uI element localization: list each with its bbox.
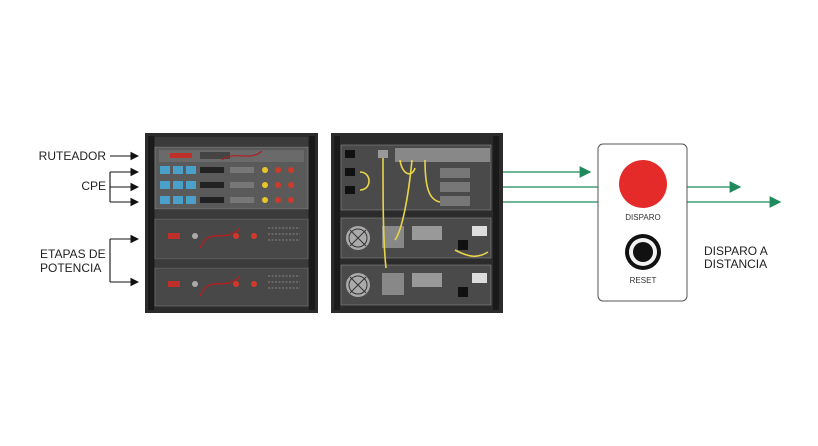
reset-button[interactable]: [633, 242, 653, 262]
remote-trigger-box: [597, 143, 688, 302]
cpe-label: CPE: [81, 179, 106, 193]
power-stages-label-line2: POTENCIA: [40, 261, 102, 275]
power-amp-2: [154, 267, 309, 307]
back-rack: [331, 133, 503, 313]
router-label: RUTEADOR: [38, 149, 106, 163]
power-amp-1: [154, 218, 309, 260]
input-arrows: [109, 151, 140, 287]
remote-trigger-label-line1: DISPARO A: [704, 244, 768, 258]
cpe-modules: [160, 166, 294, 204]
power-stages-label-line1: ETAPAS DE: [40, 247, 106, 261]
router-cpe-unit: [154, 146, 309, 210]
reset-label: RESET: [629, 276, 657, 285]
trigger-button[interactable]: [619, 160, 667, 208]
remote-trigger-label-line2: DISTANCIA: [704, 257, 768, 271]
control-signal-arrows: [503, 166, 782, 208]
trigger-label: DISPARO: [625, 213, 661, 222]
front-rack: [145, 133, 318, 313]
back-rack-cables: [359, 157, 489, 269]
